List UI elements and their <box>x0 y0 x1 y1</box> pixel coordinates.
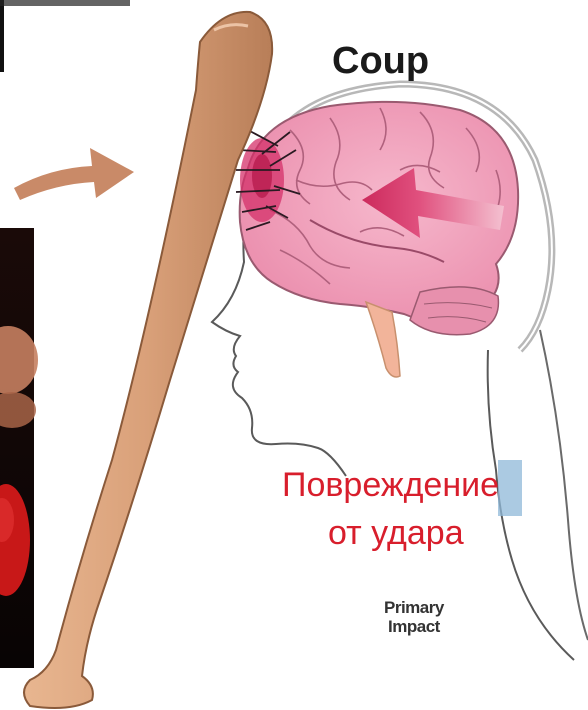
primary-impact-line1: Primary <box>384 598 444 617</box>
impact-label-ru-line2: от удара <box>328 514 464 553</box>
primary-impact-line2: Impact <box>384 617 444 636</box>
impact-label-ru-line1: Повреждение <box>282 466 499 505</box>
text-highlight <box>498 460 522 516</box>
coup-label: Coup <box>332 40 429 83</box>
primary-impact-label: Primary Impact <box>384 598 444 636</box>
motion-arrow <box>14 148 134 200</box>
brain-stem <box>366 302 400 377</box>
